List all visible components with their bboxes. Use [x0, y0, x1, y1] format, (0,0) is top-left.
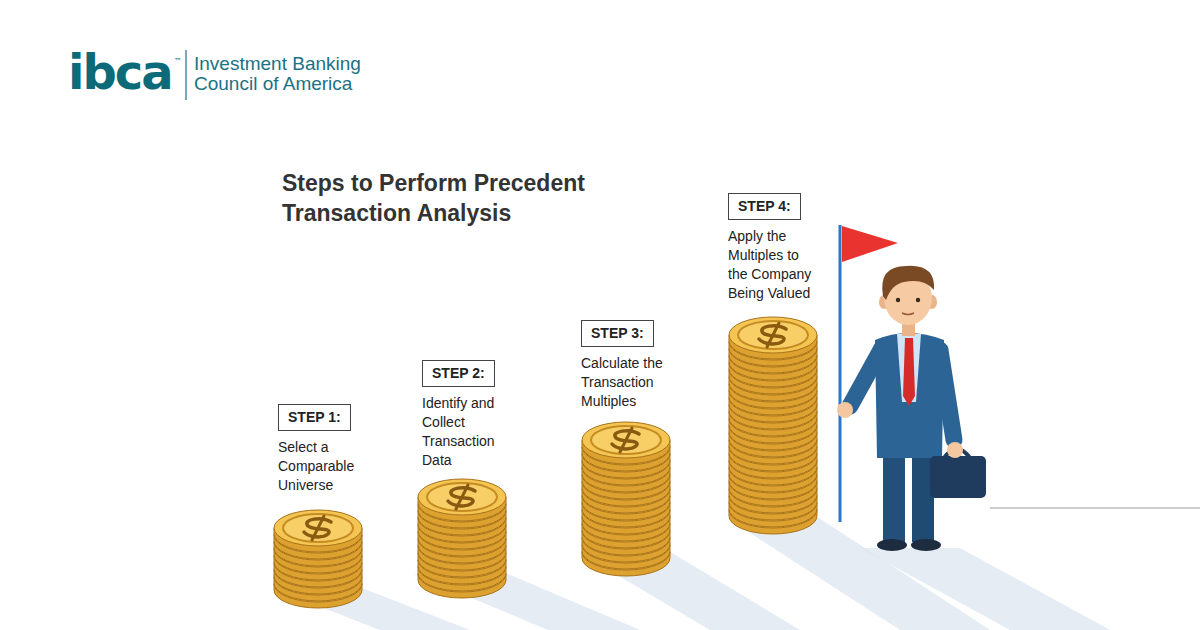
logo-mark: ibca: [68, 44, 172, 100]
step-description: Select a Comparable Universe: [278, 438, 370, 495]
shadow: [860, 548, 1110, 630]
step-label: STEP 2:: [422, 360, 495, 387]
flag: [842, 226, 898, 262]
coin: [582, 422, 670, 464]
coin-face: [729, 317, 817, 353]
step-node: STEP 2: Identify and Collect Transaction …: [422, 360, 518, 470]
coin-face: [274, 510, 362, 546]
step-label: STEP 1:: [278, 404, 351, 431]
briefcase: [930, 456, 986, 498]
step-label: STEP 4:: [728, 193, 801, 220]
coin-stack: [418, 479, 506, 598]
tie: [903, 338, 915, 406]
mouth: [902, 313, 914, 315]
coin-ring: [427, 483, 497, 511]
diagram-title: Steps to Perform Precedent Transaction A…: [282, 168, 642, 228]
hand: [947, 442, 963, 458]
step-node: STEP 1: Select a Comparable Universe: [278, 404, 374, 495]
coin-face: [418, 479, 506, 515]
dollar-symbol: [312, 516, 324, 540]
coin-stack: [729, 317, 817, 534]
step-description: Apply the Multiples to the Company Being…: [728, 227, 820, 303]
coin-ring: [738, 321, 808, 349]
arm: [940, 350, 954, 440]
coin: [418, 479, 506, 521]
organisation-name: Investment Banking Council of America: [194, 54, 394, 94]
hand: [837, 402, 853, 418]
coin-stack: [274, 510, 362, 608]
businessman: [837, 225, 986, 551]
dollar-symbol: [456, 485, 468, 509]
step-label: STEP 3:: [581, 320, 654, 347]
arm: [850, 348, 882, 406]
step-node: STEP 3: Calculate the Transaction Multipl…: [581, 320, 677, 411]
coin: [274, 510, 362, 552]
step-node: STEP 4: Apply the Multiples to the Compan…: [728, 193, 824, 303]
trademark-sign: ™: [174, 57, 182, 67]
eye: [916, 298, 920, 302]
divider-line: [990, 508, 1200, 509]
coin-face: [582, 422, 670, 458]
logo-separator: [185, 50, 186, 100]
dollar-symbol: [620, 428, 632, 452]
hair: [882, 266, 934, 300]
coin-ring: [283, 514, 353, 542]
eye: [896, 298, 900, 302]
shoe: [911, 539, 941, 551]
dollar-symbol: [767, 323, 779, 347]
coin: [729, 317, 817, 359]
step-description: Calculate the Transaction Multiples: [581, 354, 673, 411]
flag-pole: [839, 225, 842, 522]
shoe: [877, 539, 907, 551]
leg: [883, 448, 905, 542]
coin-ring: [591, 426, 661, 454]
coin-stack: [582, 422, 670, 576]
step-description: Identify and Collect Transaction Data: [422, 394, 514, 470]
